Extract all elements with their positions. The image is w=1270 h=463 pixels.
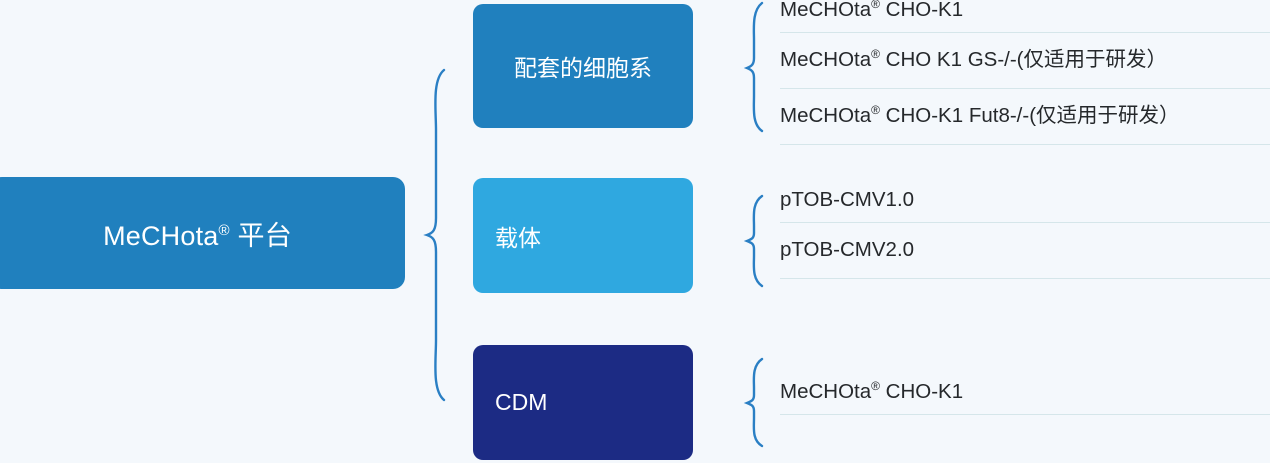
registered-mark: ®: [871, 47, 880, 62]
registered-mark: ®: [871, 379, 880, 394]
leaf-text-prefix: pTOB-CMV2.0: [780, 238, 915, 262]
root-node-platform: MeCHota® 平台: [0, 177, 405, 289]
category-label-cell-lines: 配套的细胞系: [514, 55, 652, 81]
category-brace-cdm-icon: [743, 357, 764, 448]
root-label-suffix: 平台: [229, 220, 292, 251]
category-brace-cell-lines-icon: [743, 1, 764, 133]
leaf-text: pTOB-CMV1.0: [780, 188, 915, 211]
leaf-text-suffix: CHO-K1: [879, 380, 964, 403]
leaf-text: MeCHOta® CHO-K1 Fut8-/-(仅适用于研发）: [780, 103, 1180, 128]
leaf-text-prefix: pTOB-CMV1.0: [780, 188, 915, 211]
leaf-text-prefix: MeCHOta: [780, 0, 872, 21]
list-item: pTOB-CMV1.0: [780, 188, 1270, 223]
leaf-text-prefix: MeCHOta: [780, 48, 872, 72]
main-brace-icon: [423, 68, 446, 402]
category-node-vector: 载体: [473, 178, 693, 293]
leaf-text-prefix: MeCHOta: [780, 104, 872, 128]
leaf-text: MeCHOta® CHO-K1: [780, 0, 963, 21]
root-label-main: MeCHota: [103, 220, 219, 251]
leaf-text: pTOB-CMV2.0: [780, 240, 914, 261]
list-item: MeCHOta® CHO-K1: [780, 0, 1270, 33]
leaf-list-cdm: MeCHOta® CHO-K1: [780, 379, 1270, 415]
leaf-list-vector: pTOB-CMV1.0 pTOB-CMV2.0: [780, 188, 1270, 279]
list-item: MeCHOta® CHO-K1: [780, 379, 1270, 415]
list-item: MeCHOta® CHO-K1 Fut8-/-(仅适用于研发）: [780, 89, 1270, 145]
leaf-text-suffix: CHO-K1: [879, 0, 964, 21]
leaf-text: MeCHOta® CHO K1 GS-/-(仅适用于研发）: [780, 47, 1167, 72]
category-label-vector: 载体: [495, 224, 541, 251]
category-node-cdm: CDM: [473, 345, 693, 460]
list-item: pTOB-CMV2.0: [780, 223, 1270, 279]
registered-mark: ®: [871, 103, 880, 118]
leaf-text: MeCHOta® CHO-K1: [780, 379, 964, 403]
category-brace-vector-icon: [743, 194, 764, 288]
category-node-cell-lines: 配套的细胞系: [473, 4, 693, 128]
category-label-cdm: CDM: [495, 389, 548, 415]
registered-mark: ®: [871, 0, 880, 12]
root-node-label: MeCHota® 平台: [103, 214, 292, 253]
leaf-text-suffix: CHO-K1 Fut8-/-(仅适用于研发）: [879, 104, 1180, 128]
root-label-registered-mark: ®: [218, 221, 230, 239]
leaf-text-suffix: CHO K1 GS-/-(仅适用于研发）: [879, 48, 1167, 72]
list-item: MeCHOta® CHO K1 GS-/-(仅适用于研发）: [780, 33, 1270, 89]
leaf-list-cell-lines: MeCHOta® CHO-K1 MeCHOta® CHO K1 GS-/-(仅适…: [780, 0, 1270, 145]
leaf-text-prefix: MeCHOta: [780, 380, 872, 403]
